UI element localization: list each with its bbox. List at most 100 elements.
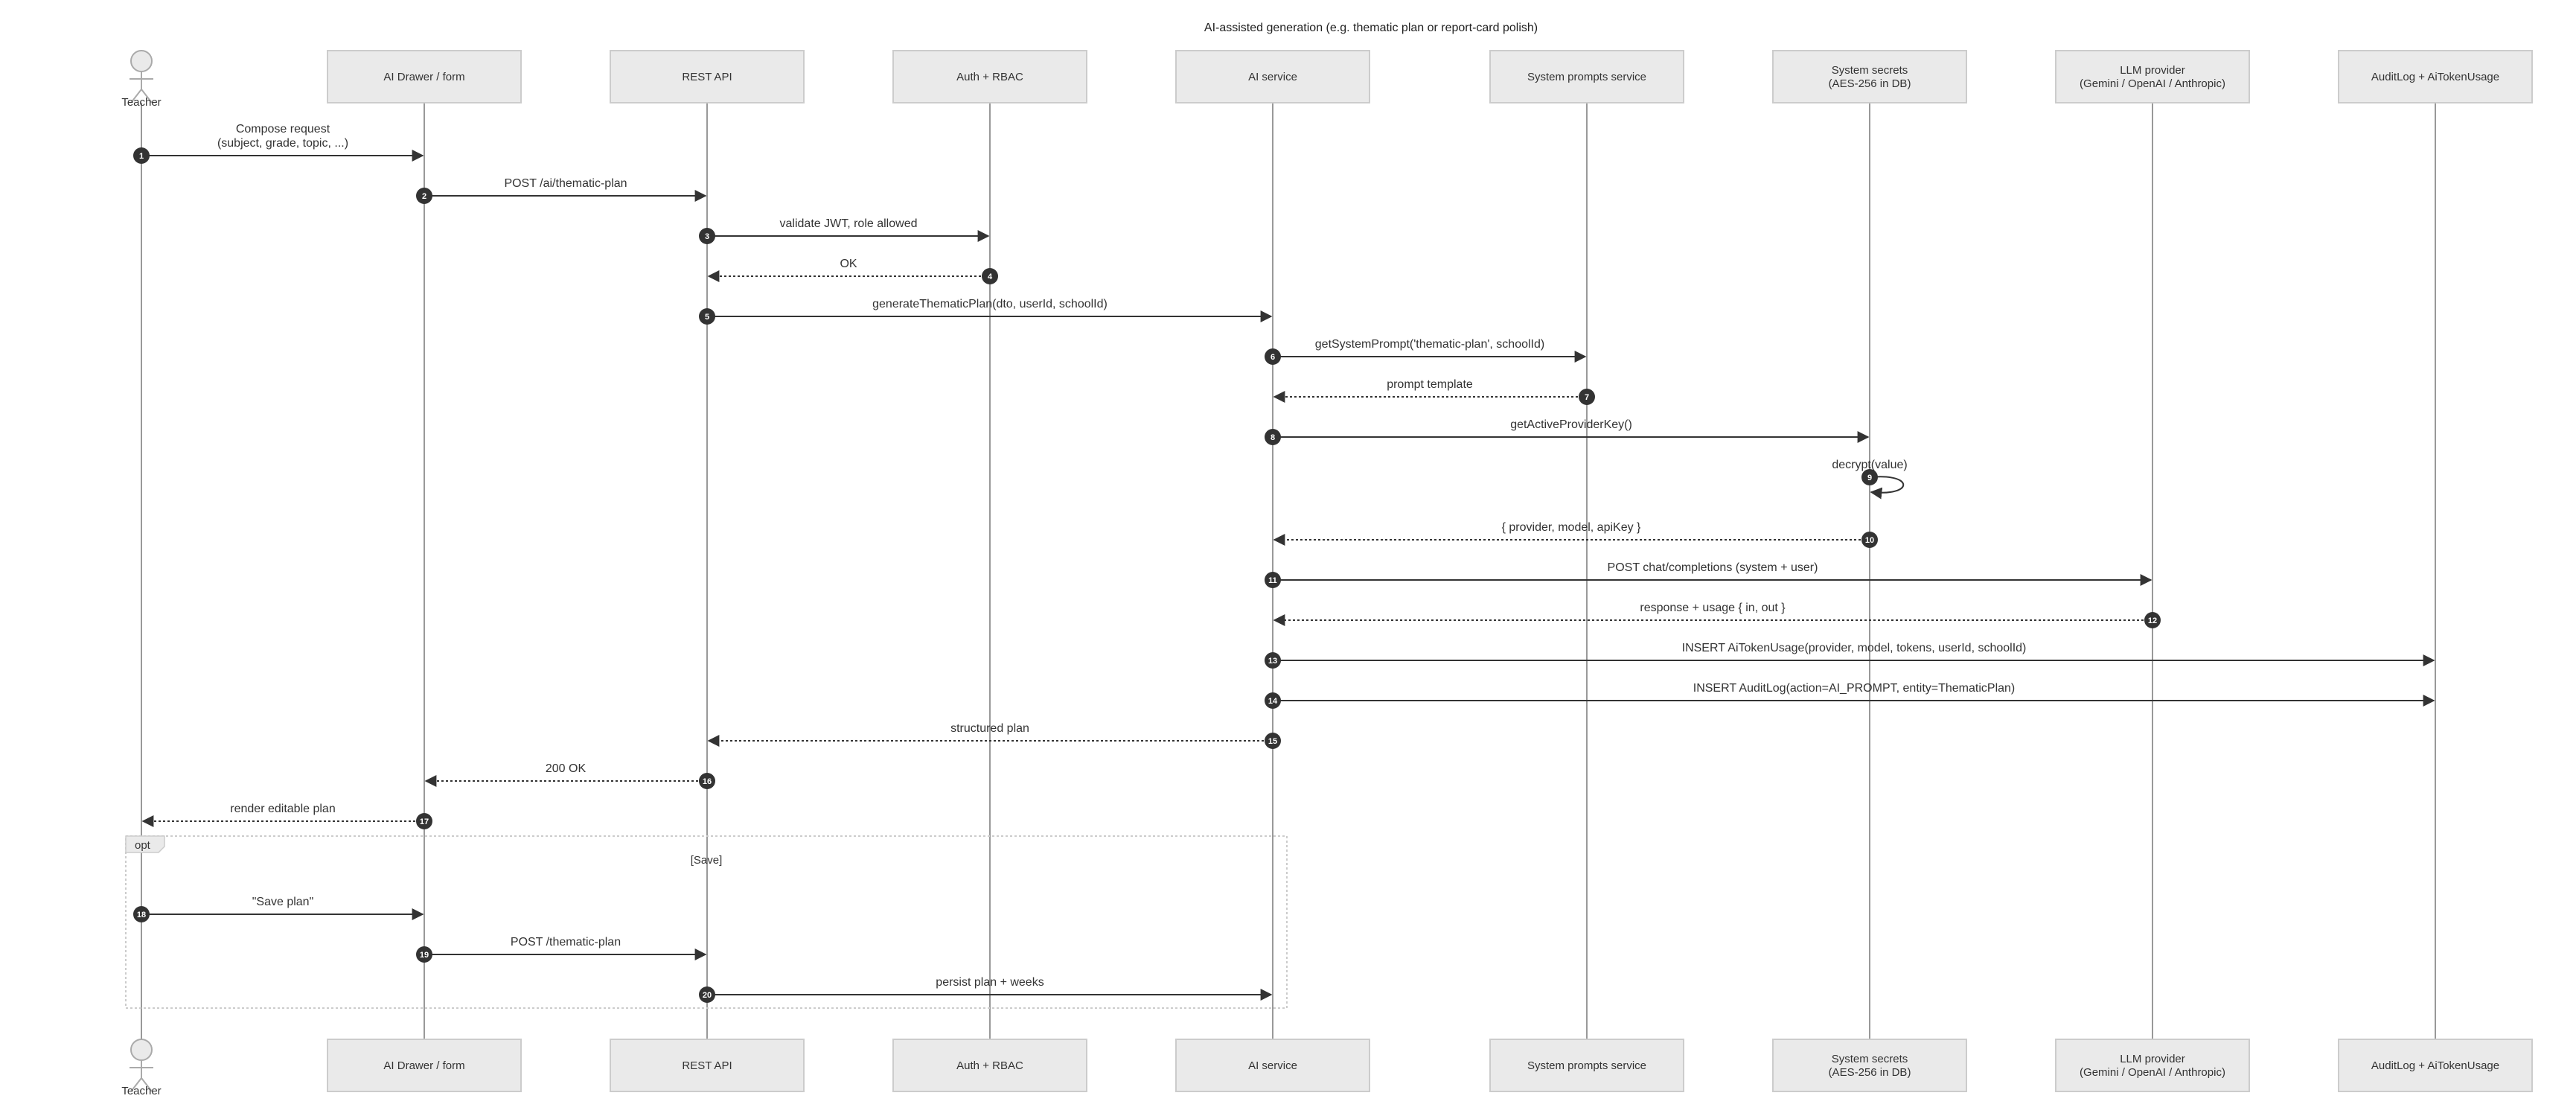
sequence-number: 6	[1271, 353, 1275, 362]
sequence-number-badge: 19	[416, 946, 432, 963]
participant-ai-bottom: AI service	[1175, 1039, 1370, 1092]
message-label: generateThematicPlan(dto, userId, school…	[872, 298, 1108, 310]
participant-label: (AES-256 in DB)	[1829, 1066, 1911, 1079]
opt-fragment-box	[125, 835, 1288, 1009]
sequence-number: 4	[988, 272, 993, 281]
message-14: INSERT AuditLog(action=AI_PROMPT, entity…	[1265, 682, 2435, 709]
participant-auth-bottom: Auth + RBAC	[892, 1039, 1087, 1092]
message-label: POST chat/completions (system + user)	[1608, 561, 1818, 574]
participant-box	[2338, 1039, 2533, 1092]
sequence-number-badge: 18	[133, 906, 150, 922]
sequence-number-badge: 11	[1265, 572, 1281, 588]
participant-box	[2055, 50, 2250, 103]
message-10: { provider, model, apiKey } 10	[1273, 521, 1878, 548]
participant-box	[610, 50, 805, 103]
message-5: generateThematicPlan(dto, userId, school…	[699, 298, 1273, 325]
message-4: OK4	[707, 258, 998, 284]
opt-fragment-tab	[125, 835, 165, 853]
participant-audit-top: AuditLog + AiTokenUsage	[2338, 50, 2533, 103]
participant-label: (Gemini / OpenAI / Anthropic)	[2080, 77, 2225, 90]
message-label: INSERT AuditLog(action=AI_PROMPT, entity…	[1693, 682, 2016, 695]
participant-box	[892, 50, 1087, 103]
message-label: (subject, grade, topic, ...)	[217, 137, 348, 150]
sequence-number-badge: 15	[1265, 733, 1281, 749]
participants-bottom: Teacher AI Drawer / form REST API Auth + RB…	[121, 1039, 2533, 1097]
sequence-number: 7	[1585, 393, 1589, 402]
opt-fragment-condition: [Save]	[691, 854, 723, 867]
participant-ai-top: AI service	[1175, 50, 1370, 103]
participant-label: Teacher	[121, 96, 161, 109]
sequence-number-badge: 14	[1265, 692, 1281, 709]
participant-label: AI Drawer / form	[383, 1059, 464, 1072]
participant-box	[327, 50, 522, 103]
participant-label: REST API	[682, 1059, 732, 1072]
sequence-number-badge: 13	[1265, 652, 1281, 669]
participant-label: System secrets	[1832, 64, 1908, 77]
participant-prompts-bottom: System prompts service	[1489, 1039, 1684, 1092]
message-7: prompt template 7	[1273, 378, 1595, 405]
message-label: { provider, model, apiKey }	[1502, 521, 1641, 534]
participant-drawer-bottom: AI Drawer / form	[327, 1039, 522, 1092]
message-label: "Save plan"	[252, 896, 314, 908]
participant-box	[1489, 50, 1684, 103]
sequence-number: 10	[1865, 536, 1874, 545]
sequence-number: 3	[705, 232, 709, 241]
sequence-number: 1	[139, 152, 144, 161]
participant-label: System secrets	[1832, 1053, 1908, 1065]
sequence-number: 19	[420, 951, 429, 960]
participant-label: AI Drawer / form	[383, 71, 464, 83]
message-label: render editable plan	[230, 803, 335, 815]
message-label: decrypt(value)	[1832, 459, 1907, 471]
participant-label: Auth + RBAC	[956, 71, 1023, 83]
diagram-title: AI-assisted generation (e.g. thematic pl…	[1204, 22, 1538, 34]
participant-box	[1772, 50, 1967, 103]
message-label: response + usage { in, out }	[1640, 602, 1786, 614]
participant-box	[327, 1039, 522, 1092]
message-label: 200 OK	[546, 762, 587, 775]
participant-label: System prompts service	[1527, 1059, 1646, 1072]
messages: Compose request(subject, grade, topic, .…	[133, 123, 2435, 1003]
actor-figure-icon	[130, 1039, 153, 1092]
participant-label: (Gemini / OpenAI / Anthropic)	[2080, 1066, 2225, 1079]
message-6: getSystemPrompt('thematic-plan', schoolI…	[1265, 338, 1587, 365]
participant-label: AuditLog + AiTokenUsage	[2371, 71, 2499, 83]
sequence-number: 13	[1268, 657, 1277, 666]
sequence-number-badge: 8	[1265, 429, 1281, 445]
sequence-number-badge: 6	[1265, 348, 1281, 365]
message-9: decrypt(value)9	[1832, 459, 1908, 500]
participant-audit-bottom: AuditLog + AiTokenUsage	[2338, 1039, 2533, 1092]
participant-label: (AES-256 in DB)	[1829, 77, 1911, 90]
sequence-number: 8	[1271, 433, 1275, 442]
sequence-number: 5	[705, 313, 709, 322]
message-label: prompt template	[1387, 378, 1473, 391]
message-label: POST /thematic-plan	[511, 936, 621, 949]
participant-box	[892, 1039, 1087, 1092]
participant-label: AI service	[1248, 71, 1297, 83]
participant-label: LLM provider	[2120, 64, 2185, 77]
message-11: POST chat/completions (system + user) 11	[1265, 561, 2152, 588]
sequence-number-badge: 1	[133, 147, 150, 164]
opt-fragment: opt[Save]	[125, 835, 1288, 1009]
sequence-number-badge: 2	[416, 188, 432, 204]
participant-label: System prompts service	[1527, 71, 1646, 83]
participant-secrets-top: System secrets(AES-256 in DB)	[1772, 50, 1967, 103]
participant-label: LLM provider	[2120, 1053, 2185, 1065]
participant-secrets-bottom: System secrets(AES-256 in DB)	[1772, 1039, 1967, 1092]
message-8: getActiveProviderKey()8	[1265, 418, 1870, 445]
sequence-number: 18	[137, 911, 146, 919]
sequence-number: 15	[1268, 737, 1277, 746]
participant-prompts-top: System prompts service	[1489, 50, 1684, 103]
participant-llm-bottom: LLM provider(Gemini / OpenAI / Anthropic…	[2055, 1039, 2250, 1092]
message-label: getSystemPrompt('thematic-plan', schoolI…	[1315, 338, 1544, 351]
message-arrow	[1869, 476, 1905, 500]
participant-box	[1772, 1039, 1967, 1092]
participant-teacher-bottom: Teacher	[121, 1039, 162, 1097]
message-label: Compose request	[236, 123, 330, 136]
sequence-number: 2	[422, 192, 426, 201]
message-label: persist plan + weeks	[936, 976, 1043, 989]
message-18: "Save plan" 18	[133, 896, 424, 922]
